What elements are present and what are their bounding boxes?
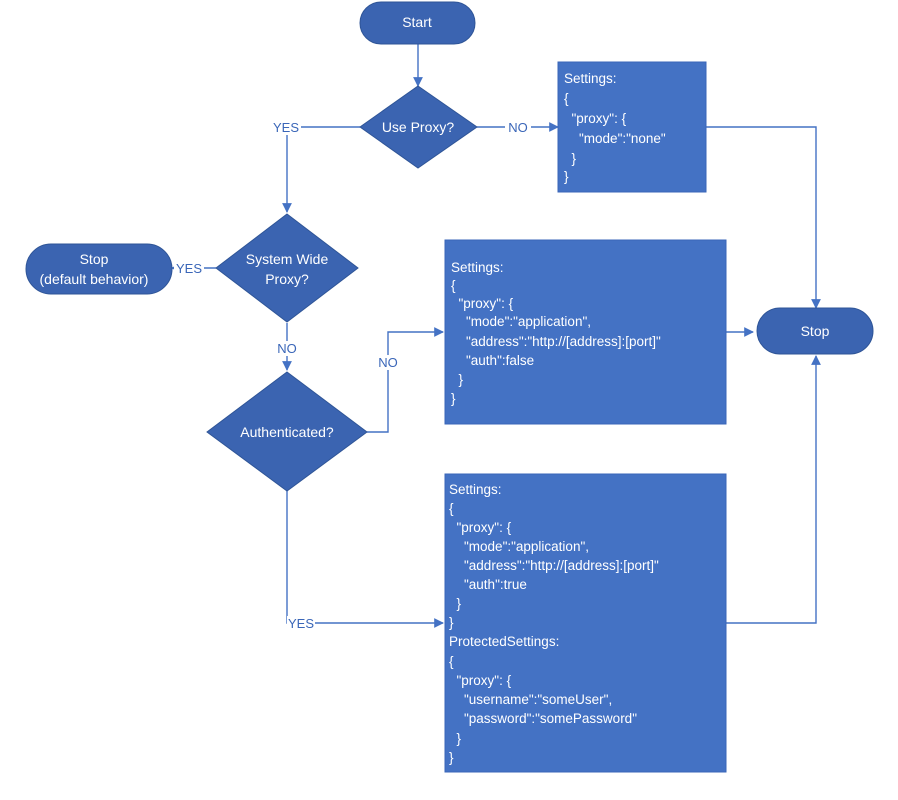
authenticated-no-label: NO — [378, 355, 398, 370]
settings-application-text: Settings: { "proxy": { "mode":"applicati… — [0, 0, 687, 406]
authenticated-label: Authenticated? — [240, 424, 334, 440]
connector-authenticated-yes — [286, 491, 444, 628]
box-line: "mode":"none" — [564, 131, 666, 146]
box-line: "proxy": { — [564, 111, 627, 126]
settings-none-text: Settings: { "proxy": { "mode":"none" } } — [0, 0, 692, 184]
box-line: { — [451, 278, 456, 293]
box-line: "password":"somePassword" — [449, 711, 637, 726]
system-wide-no-label: NO — [277, 341, 297, 356]
box-line: "username":"someUser", — [449, 692, 612, 707]
stop-node: Stop — [756, 307, 874, 355]
start-node: Start — [359, 1, 476, 45]
box-line: Settings: — [449, 482, 502, 497]
settings-application-box: Settings: { "proxy": { "mode":"applicati… — [0, 0, 727, 425]
box-line: { — [564, 91, 569, 106]
settings-authenticated-text: Settings: { "proxy": { "mode":"applicati… — [449, 482, 659, 765]
box-line: "address":"http://[address]:[port]" — [449, 558, 659, 573]
system-wide-label-line2: Proxy? — [265, 271, 309, 287]
box-line: { — [449, 654, 454, 669]
use-proxy-yes-label: YES — [273, 120, 299, 135]
connector-none-box-to-stop — [706, 126, 821, 309]
edge-labels: YES NO YES NO NO YES — [174, 120, 531, 631]
settings-none-box: Settings: { "proxy": { "mode":"none" } } — [0, 0, 707, 193]
connector-auth-box-to-stop — [726, 355, 821, 624]
box-line: ProtectedSettings: — [449, 634, 559, 649]
connector-use-proxy-yes — [282, 126, 360, 213]
box-line: Settings: — [564, 71, 617, 86]
box-line: } — [449, 596, 462, 611]
box-line: } — [564, 169, 569, 184]
system-wide-label-line1: System Wide — [246, 251, 329, 267]
authenticated-decision: Authenticated? — [206, 371, 368, 492]
box-line: "proxy": { — [449, 520, 512, 535]
connector-authenticated-no — [367, 327, 444, 433]
box-line: } — [449, 615, 454, 630]
stop-default-node: Stop (default behavior) — [25, 243, 173, 295]
box-line: } — [451, 391, 456, 406]
box-line: } — [449, 750, 454, 765]
stop-default-label-line1: Stop — [80, 251, 109, 267]
box-line: "mode":"application", — [449, 539, 589, 554]
stop-label: Stop — [801, 323, 830, 339]
use-proxy-label: Use Proxy? — [382, 119, 455, 135]
box-line: } — [451, 372, 464, 387]
box-line: Settings: — [451, 260, 504, 275]
box-line: "proxy": { — [449, 673, 512, 688]
system-wide-yes-label: YES — [176, 261, 202, 276]
box-line: } — [449, 731, 462, 746]
box-line: "proxy": { — [451, 296, 514, 311]
use-proxy-decision: Use Proxy? — [359, 85, 478, 169]
box-line: "address":"http://[address]:[port]" — [451, 334, 661, 349]
start-label: Start — [402, 14, 432, 30]
settings-authenticated-box: Settings: { "proxy": { "mode":"applicati… — [444, 473, 727, 773]
authenticated-yes-label: YES — [288, 616, 314, 631]
box-line: "auth":true — [449, 577, 527, 592]
box-line: "mode":"application", — [451, 314, 591, 329]
use-proxy-no-label: NO — [508, 120, 528, 135]
system-wide-proxy-decision: System Wide Proxy? — [215, 213, 359, 323]
box-line: { — [449, 501, 454, 516]
box-line: "auth":false — [451, 353, 534, 368]
stop-default-label-line2: (default behavior) — [40, 271, 149, 287]
box-line: } — [564, 151, 577, 166]
